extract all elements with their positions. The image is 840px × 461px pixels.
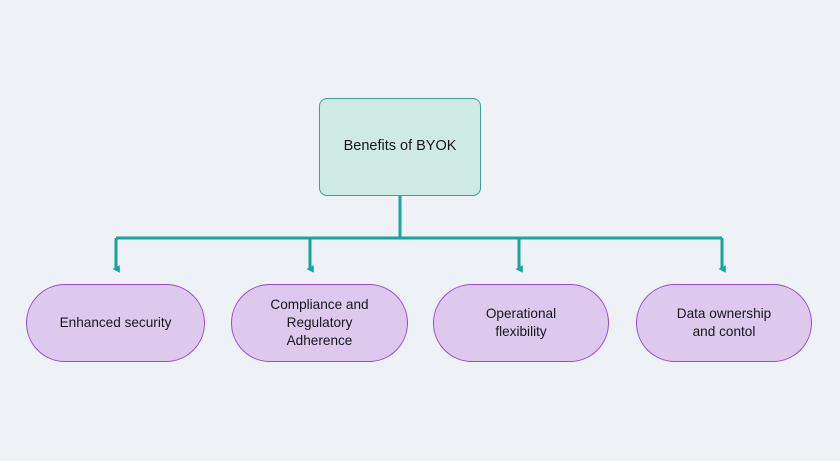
node-leaf-label: Enhanced security — [59, 315, 172, 331]
node-benefits-of-byok[interactable]: Benefits of BYOK — [319, 98, 481, 196]
node-compliance-and-regulatory-adherence[interactable]: Compliance and Regulatory Adherence — [231, 284, 408, 362]
node-operational-flexibility[interactable]: Operational flexibility — [433, 284, 609, 362]
node-leaf-label: Compliance and Regulatory Adherence — [270, 297, 369, 348]
node-leaf-label: Data ownership and contol — [676, 306, 772, 339]
node-enhanced-security[interactable]: Enhanced security — [26, 284, 205, 362]
node-root-label: Benefits of BYOK — [343, 138, 457, 155]
node-data-ownership-and-control[interactable]: Data ownership and contol — [636, 284, 812, 362]
node-leaf-label: Operational flexibility — [485, 306, 557, 339]
